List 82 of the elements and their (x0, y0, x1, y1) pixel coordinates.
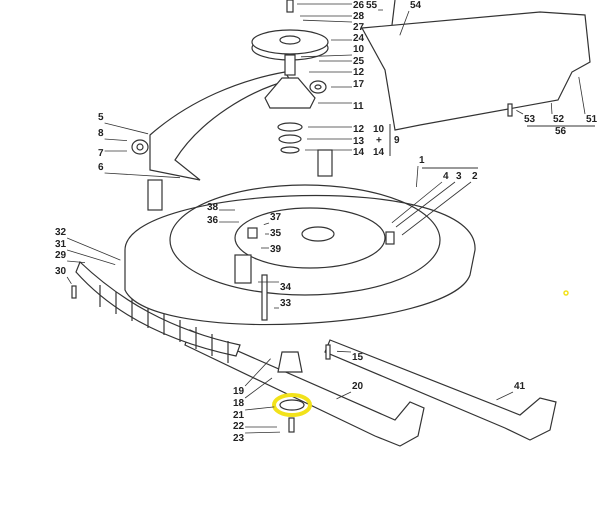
callout-number: 30 (55, 266, 66, 277)
group-number: + (376, 135, 382, 146)
callout-number: 14 (353, 147, 364, 158)
leader-line (330, 86, 352, 88)
leader-line (66, 276, 72, 284)
callout-number: 18 (233, 398, 244, 409)
leader-line (308, 126, 352, 128)
leader-line (104, 122, 148, 134)
callout-number: 15 (352, 352, 364, 363)
group-number: 14 (373, 147, 384, 158)
leader-line (104, 150, 128, 152)
leader-line (516, 110, 524, 114)
callout-number: 51 (586, 114, 598, 125)
callout-number: 41 (514, 381, 526, 392)
leader-line (336, 392, 352, 400)
leader-line (104, 172, 180, 178)
leader-line (306, 138, 352, 140)
callout-number: 13 (353, 136, 364, 147)
callout-number: 28 (353, 11, 364, 22)
callout-number: 21 (233, 410, 244, 421)
callout-number: 26 (353, 0, 364, 11)
callout-number: 55 (366, 0, 378, 11)
callout-number: 5 (98, 112, 104, 123)
group-number: 56 (555, 126, 566, 137)
callout-number: 11 (353, 101, 364, 112)
callout-number: 36 (207, 215, 218, 226)
callout-number: 8 (98, 128, 104, 139)
leader-line (244, 358, 271, 386)
callout-number: 20 (352, 381, 364, 392)
callout-number: 34 (280, 282, 292, 293)
callout-number: 39 (270, 244, 282, 255)
group-number: 10 (373, 124, 384, 135)
callout-number: 7 (98, 148, 104, 159)
callout-number: 29 (55, 250, 66, 261)
callout-number: 37 (270, 212, 282, 223)
leader-line (300, 54, 352, 58)
leader-line (244, 406, 275, 410)
callout-number: 17 (353, 79, 364, 90)
callout-number: 10 (353, 44, 364, 55)
leader-line (399, 10, 410, 36)
callout-number: 33 (280, 298, 292, 309)
callout-number: 24 (353, 33, 364, 44)
callout-number: 52 (553, 114, 564, 125)
group-number: 9 (394, 135, 400, 146)
leader-line (302, 20, 352, 22)
callout-number: 6 (98, 162, 104, 173)
callout-number: 23 (233, 433, 244, 444)
leader-line (66, 250, 116, 265)
leader-line (318, 102, 352, 104)
callout-number: 22 (233, 421, 244, 432)
callout-number: 38 (207, 202, 218, 213)
leader-line (396, 182, 456, 228)
callout-number: 27 (353, 22, 364, 33)
callout-number: 54 (410, 0, 422, 11)
callout-number: 32 (55, 227, 66, 238)
callout-number: 19 (233, 386, 244, 397)
callout-number: 12 (353, 67, 364, 78)
leader-line (104, 138, 128, 141)
leader-line (66, 238, 121, 260)
callout-number: 31 (55, 239, 66, 250)
callout-number: 1 (419, 155, 425, 166)
leader-line (496, 392, 514, 400)
leader-line (244, 378, 272, 398)
leader-line (578, 76, 586, 114)
leader-line (416, 166, 418, 188)
callout-number: 4 (443, 171, 449, 182)
leader-line (550, 102, 552, 114)
callout-number: 25 (353, 56, 364, 67)
callout-number: 2 (472, 171, 478, 182)
leader-line (392, 182, 442, 224)
leader-line (336, 350, 352, 352)
highlight-ring (272, 393, 312, 417)
callout-number: 3 (456, 171, 462, 182)
callout-number: 53 (524, 114, 536, 125)
leader-line (402, 182, 472, 236)
leader-line (244, 432, 280, 434)
callout-number: 35 (270, 228, 282, 239)
leader-line (318, 60, 352, 62)
leader-line (66, 260, 86, 263)
leader-line (263, 222, 270, 225)
leader-line (244, 426, 278, 428)
callout-number: 12 (353, 124, 364, 135)
